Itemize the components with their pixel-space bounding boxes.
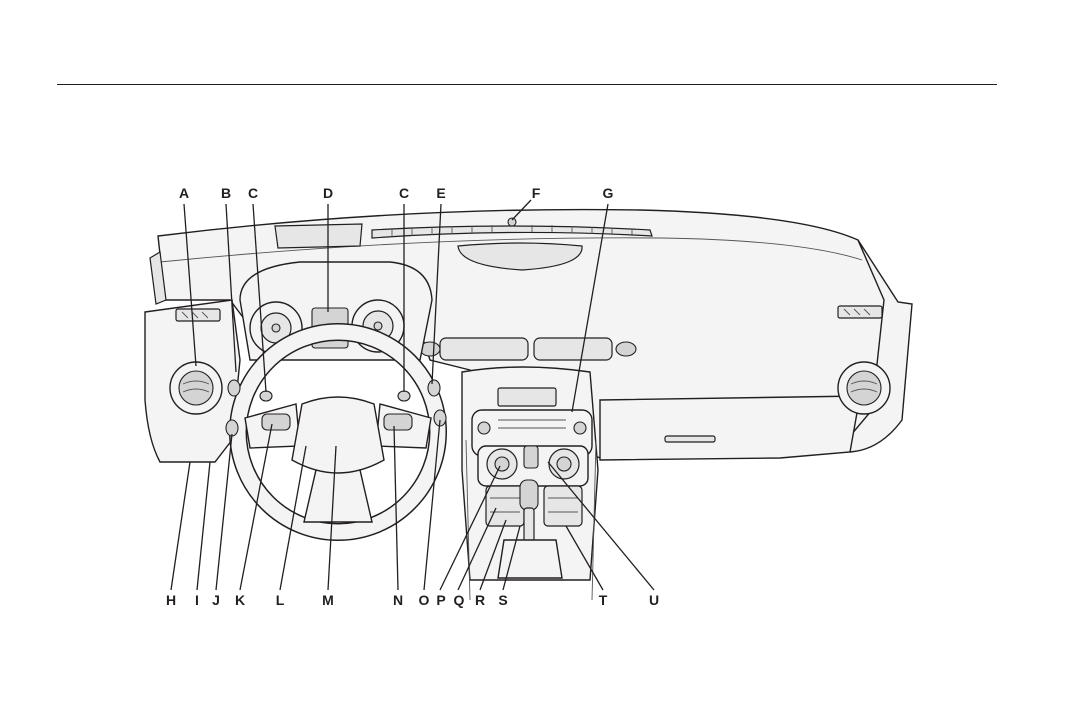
callout-o: O — [419, 592, 430, 608]
callout-c-right: C — [399, 185, 409, 201]
callout-h: H — [166, 592, 176, 608]
steering-wheel — [226, 332, 446, 532]
hud-display — [275, 224, 362, 248]
callout-t: T — [599, 592, 608, 608]
callout-r: R — [475, 592, 485, 608]
callout-labels-top: A B C D C E F G — [179, 185, 614, 201]
callout-e: E — [436, 185, 445, 201]
callout-c-left: C — [248, 185, 258, 201]
callout-s: S — [498, 592, 507, 608]
callout-j: J — [212, 592, 220, 608]
callout-g: G — [603, 185, 614, 201]
callout-f: F — [532, 185, 541, 201]
callout-q: Q — [454, 592, 465, 608]
right-air-vent — [838, 362, 890, 414]
callout-i: I — [195, 592, 199, 608]
callout-m: M — [322, 592, 334, 608]
center-vent-right — [534, 338, 612, 360]
radio-display — [498, 388, 556, 406]
passenger-knee-panel — [600, 396, 860, 460]
center-vent-left — [440, 338, 528, 360]
callout-a: A — [179, 185, 189, 201]
callout-b: B — [221, 185, 231, 201]
callout-k: K — [235, 592, 245, 608]
airbag-hub — [292, 397, 384, 473]
callout-p: P — [436, 592, 445, 608]
callout-u: U — [649, 592, 659, 608]
callout-labels-bottom: H I J K L M N O P Q R S T U — [166, 592, 659, 608]
callout-n: N — [393, 592, 403, 608]
callout-d: D — [323, 185, 333, 201]
callout-l: L — [276, 592, 285, 608]
dashboard-illustration — [145, 210, 912, 600]
left-air-vent — [170, 362, 222, 414]
